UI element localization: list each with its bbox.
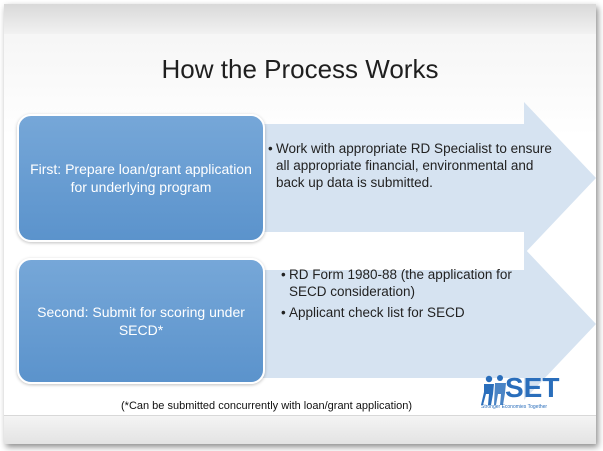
step-1-bullet-list: Work with appropriate RD Specialist to e… bbox=[268, 140, 563, 191]
step-2-box: Second: Submit for scoring under SECD* bbox=[17, 258, 265, 384]
step-2-bullet: RD Form 1980-88 (the application for SEC… bbox=[281, 266, 551, 300]
slide-bottom-band bbox=[4, 415, 596, 444]
step-2-bullet: Applicant check list for SECD bbox=[281, 304, 551, 321]
logo-tagline: Stronger Economies Together bbox=[481, 404, 548, 410]
slide: How the Process Works First: Prepare loa… bbox=[4, 4, 596, 444]
logo-text: SET bbox=[505, 372, 560, 403]
footnote: (*Can be submitted concurrently with loa… bbox=[121, 400, 413, 412]
people-figures-icon bbox=[481, 375, 506, 405]
step-1-bullet: Work with appropriate RD Specialist to e… bbox=[268, 140, 563, 191]
step-1-box: First: Prepare loan/grant application fo… bbox=[17, 114, 265, 242]
slide-title: How the Process Works bbox=[161, 54, 439, 84]
step-2-label: Second: Submit for scoring under SECD* bbox=[37, 304, 245, 338]
set-logo: SET Stronger Economies Together bbox=[481, 372, 559, 416]
step-2-bullet-list: RD Form 1980-88 (the application for SEC… bbox=[281, 266, 551, 321]
step-1-label: First: Prepare loan/grant application fo… bbox=[30, 161, 252, 195]
slide-top-band bbox=[4, 4, 596, 34]
